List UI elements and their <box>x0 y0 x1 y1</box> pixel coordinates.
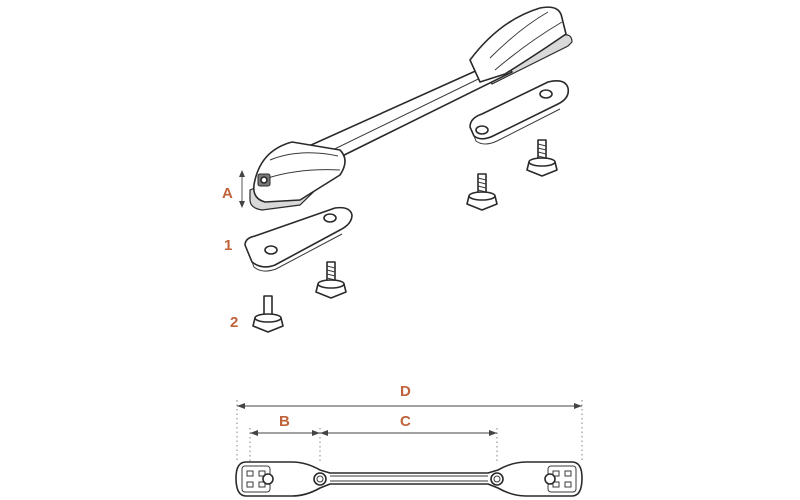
handle-top-view: D B C <box>235 383 583 497</box>
label-part-1: 1 <box>224 237 232 254</box>
mounting-plate-right <box>469 80 570 145</box>
screw-1 <box>252 295 284 333</box>
screw-3 <box>466 173 498 211</box>
handle-isometric <box>249 6 573 211</box>
screw-2 <box>315 261 347 299</box>
label-b: B <box>279 413 290 430</box>
mounting-plate-left <box>244 206 353 272</box>
dimension-a: A <box>222 170 245 208</box>
label-a: A <box>222 185 233 202</box>
label-c: C <box>400 413 411 430</box>
label-part-2: 2 <box>230 314 238 331</box>
label-d: D <box>400 383 411 400</box>
screw-4 <box>526 139 558 177</box>
